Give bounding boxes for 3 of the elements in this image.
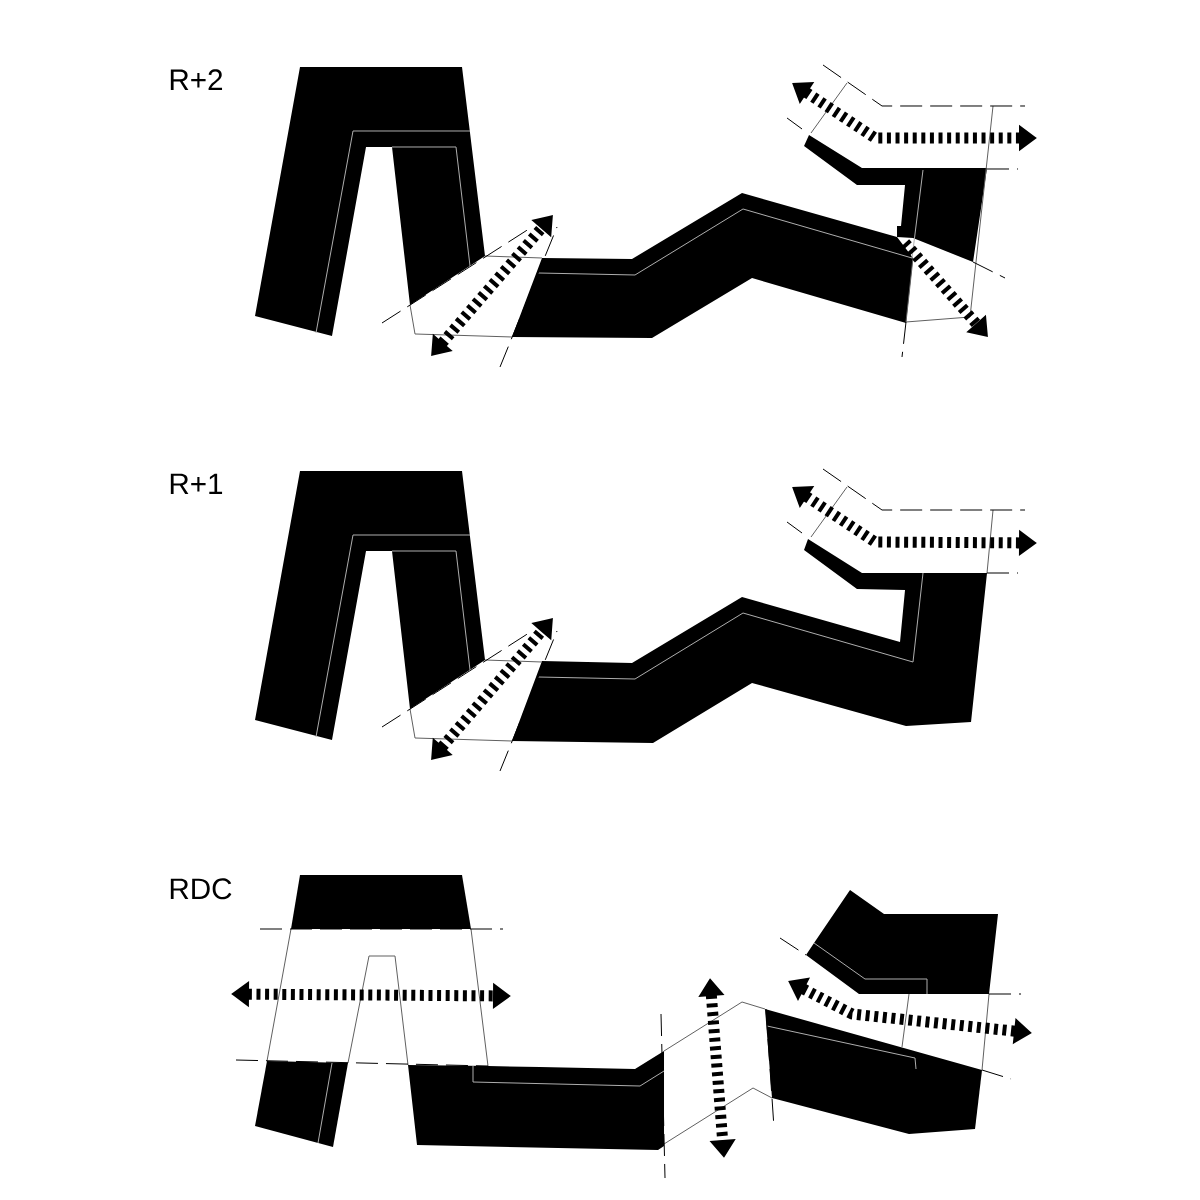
floor-label: R+2 <box>170 69 223 90</box>
floor-label: R+1 <box>170 473 223 494</box>
floor-label: RDC <box>170 878 232 900</box>
